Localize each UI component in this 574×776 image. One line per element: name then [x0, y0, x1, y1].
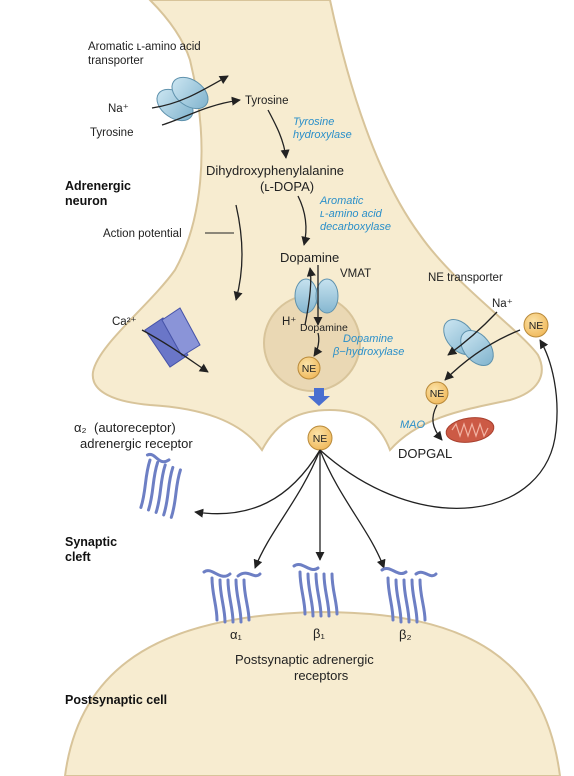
beta2-receptor-icon	[380, 567, 438, 624]
alpha1-receptor-icon	[202, 569, 262, 624]
ne-vesicle-molecule: NE	[297, 356, 321, 380]
tyrosine-hydroxylase-label-2: hydroxylase	[293, 129, 352, 141]
tyrosine-inside-label: Tyrosine	[245, 95, 288, 107]
svg-text:NE: NE	[313, 433, 328, 445]
beta2-label: β₂	[399, 627, 412, 642]
aadc-label-2: ʟ-amino acid	[320, 208, 383, 220]
dopgal-label: DOPGAL	[398, 446, 452, 461]
svg-text:NE: NE	[430, 388, 445, 400]
adrenergic-neuron-label-2: neuron	[65, 194, 107, 208]
mao-label: MAO	[400, 419, 426, 431]
calcium-label: Ca²⁺	[112, 316, 137, 328]
postsynaptic-receptors-label: Postsynaptic adrenergic	[235, 652, 374, 667]
dopamine-vesicle-label: Dopamine	[300, 322, 348, 334]
action-potential-label: Action potential	[103, 228, 182, 240]
aromatic-transporter-label: Aromatic ʟ-amino acid	[88, 41, 201, 53]
adrenergic-neuron-label: Adrenergic	[65, 179, 131, 193]
dopamine-label: Dopamine	[280, 250, 339, 265]
synaptic-cleft-label: Synaptic	[65, 535, 117, 549]
alpha2-symbol: α₂	[74, 420, 87, 435]
synaptic-cleft-label-2: cleft	[65, 550, 92, 564]
beta1-label: β₁	[313, 626, 325, 641]
postsynaptic-receptors-label-2: receptors	[294, 668, 349, 683]
calcium-channel	[144, 307, 201, 368]
beta1-receptor-icon	[292, 563, 339, 618]
aromatic-transporter-label-2: transporter	[88, 55, 144, 67]
tyrosine-hydroxylase-label: Tyrosine	[293, 116, 334, 128]
dbh-label: Dopamine	[343, 333, 393, 345]
aadc-label: Aromatic	[319, 195, 364, 207]
release-arrow	[308, 388, 330, 406]
postsynaptic-cell-label: Postsynaptic cell	[65, 693, 167, 707]
tyrosine-outside-label: Tyrosine	[90, 127, 133, 139]
ldopa-label: (ʟ-DOPA)	[260, 179, 314, 194]
sodium-label: Na⁺	[108, 103, 129, 115]
hydrogen-ion-label: H⁺	[282, 316, 296, 328]
ne-external-molecule: NE	[523, 312, 549, 338]
vmat-label: VMAT	[340, 268, 371, 280]
vmat-transporter	[294, 278, 339, 314]
alpha2-label: (autoreceptor)	[94, 420, 176, 435]
alpha2-receptor-icon	[139, 452, 182, 519]
aadc-label-3: decarboxylase	[320, 221, 391, 233]
alpha1-label: α₁	[230, 627, 243, 642]
sodium-label-2: Na⁺	[492, 298, 513, 310]
ne-reuptake-molecule: NE	[425, 381, 449, 405]
ne-transporter-label: NE transporter	[428, 272, 503, 284]
dbh-label-2: β−hydroxylase	[332, 346, 404, 358]
ne-released-molecule: NE	[307, 425, 333, 451]
svg-text:NE: NE	[529, 320, 544, 332]
svg-text:NE: NE	[302, 363, 317, 375]
presynaptic-neuron	[91, 0, 543, 452]
dihydroxyphenylalanine-label: Dihydroxyphenylalanine	[206, 163, 344, 178]
mitochondrion-icon	[445, 417, 495, 443]
alpha2-label-2: adrenergic receptor	[80, 436, 193, 451]
